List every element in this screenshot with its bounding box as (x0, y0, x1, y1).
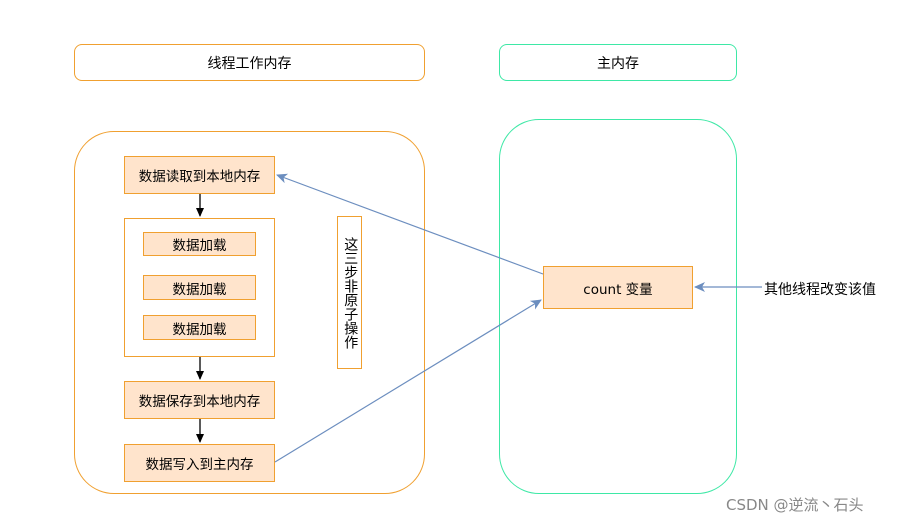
other-thread-label: 其他线程改变该值 (764, 282, 876, 298)
arrow-write-to-count (274, 299, 542, 463)
thread-memory-header: 线程工作内存 (74, 44, 425, 81)
count-variable-box: count 变量 (543, 266, 693, 309)
load-box-2: 数据加载 (143, 275, 256, 300)
load-box-3: 数据加载 (143, 315, 256, 340)
save-to-local-box: 数据保存到本地内存 (124, 381, 275, 419)
main-memory-header: 主内存 (499, 44, 737, 81)
csdn-watermark: CSDN @逆流丶石头 (726, 496, 864, 514)
write-to-main-box: 数据写入到主内存 (124, 444, 275, 482)
count-variable-label: count 变量 (583, 281, 653, 298)
arrow-count-to-read (276, 173, 544, 275)
write-to-main-label: 数据写入到主内存 (145, 457, 254, 473)
load-box-3-label: 数据加载 (172, 321, 227, 338)
non-atomic-note: 这三步非原子操作 (337, 216, 362, 369)
load-box-1: 数据加载 (143, 232, 256, 256)
load-box-1-label: 数据加载 (172, 238, 227, 254)
read-to-local-box: 数据读取到本地内存 (124, 156, 275, 194)
non-atomic-note-label: 这三步非原子操作 (342, 236, 359, 349)
thread-memory-header-label: 线程工作内存 (207, 55, 292, 72)
load-box-2-label: 数据加载 (172, 281, 227, 298)
main-memory-header-label: 主内存 (597, 55, 639, 72)
save-to-local-label: 数据保存到本地内存 (138, 394, 261, 410)
read-to-local-label: 数据读取到本地内存 (138, 169, 261, 185)
